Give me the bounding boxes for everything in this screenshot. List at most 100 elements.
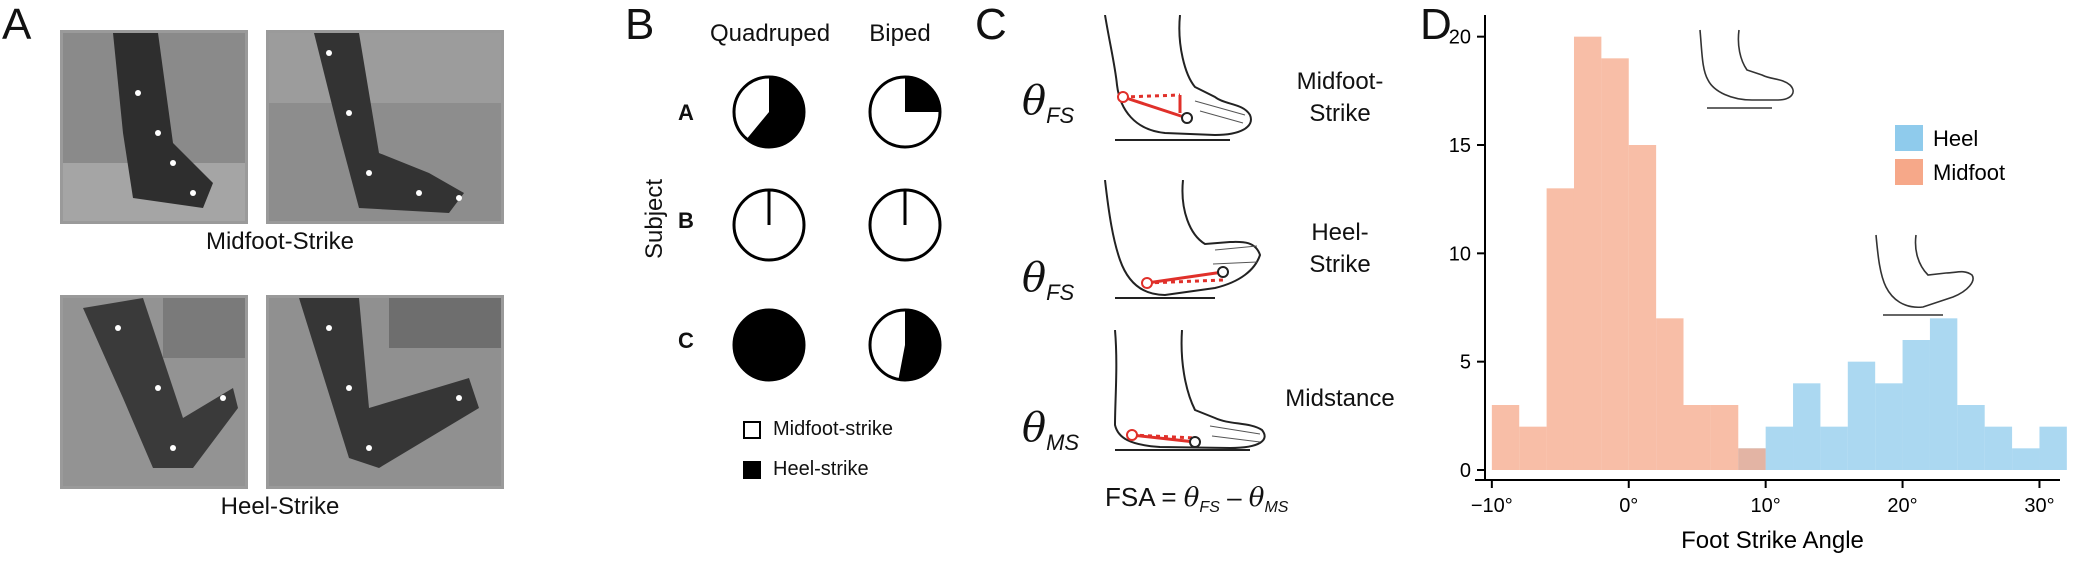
col-header-quadruped: Quadruped [709, 20, 831, 47]
theta-fs-heel: θFS [1022, 255, 1074, 306]
theta-symbol: θ [1022, 255, 1047, 301]
bar-heel [1820, 426, 1848, 470]
y-axis-title: Count [1440, 210, 1441, 274]
formula-lhs: FSA = [1105, 482, 1184, 512]
bar-midfoot [1683, 405, 1711, 470]
bar-midfoot [1656, 318, 1684, 470]
foot-diagram-heel-strike [1104, 180, 1262, 299]
x-tick-label: −10° [1471, 495, 1513, 517]
pie-grid [732, 75, 942, 382]
pie-subject-a-biped [868, 75, 942, 149]
formula-theta-1: θ [1183, 483, 1200, 513]
foot-diagram-midfoot-strike [1104, 15, 1252, 141]
bar-midfoot [1601, 58, 1629, 470]
histogram-bars [1491, 36, 2067, 471]
label-line-1: Heel- [1311, 219, 1369, 246]
photo-image [63, 298, 245, 486]
pie-subject-b-biped [868, 188, 942, 262]
subject-label-c: C [678, 328, 694, 353]
legend-swatch-heel [743, 461, 761, 479]
pie-subject-c-biped [868, 308, 942, 382]
formula-minus: – [1219, 482, 1249, 512]
bar-heel [1984, 426, 2013, 470]
legend-label-heel: Heel-strike [773, 458, 869, 480]
panel-label-b: B [625, 0, 655, 49]
panel-label-d: D [1420, 0, 1452, 49]
pie-slice-heel [898, 310, 940, 380]
x-tick-label: 30° [2024, 495, 2054, 517]
formula-sub-2: MS [1264, 499, 1289, 517]
legend-label-midfoot: Midfoot [1933, 160, 2005, 185]
theta-subscript: FS [1046, 103, 1075, 128]
caption-heel-strike: Heel-Strike [220, 493, 340, 520]
label-heel-strike: Heel- Strike [1270, 217, 1410, 281]
bar-heel [2012, 448, 2040, 470]
label-line-2: Strike [1309, 100, 1371, 127]
pie-slice-heel [905, 77, 940, 112]
panel-label-c: C [975, 0, 1007, 49]
inset-foot-midfoot [1699, 29, 1794, 109]
y-tick-label: 0 [1460, 460, 1471, 482]
y-tick-label: 15 [1449, 135, 1471, 157]
legend-swatch-midfoot [743, 421, 761, 439]
caption-midfoot-strike: Midfoot-Strike [205, 228, 355, 255]
photo-image [63, 33, 245, 221]
bar-midfoot [1710, 405, 1739, 470]
photo-image [269, 33, 501, 221]
y-title-subject: Subject [641, 178, 668, 259]
bar-midfoot [1628, 145, 1657, 470]
theta-ms: θMS [1022, 405, 1079, 456]
legend-swatch-heel [1895, 125, 1923, 151]
bar-midfoot [1738, 448, 1766, 470]
pie-subject-a-quadruped [732, 75, 806, 149]
photo-midfoot-strike-1 [60, 30, 248, 224]
bar-heel [2039, 426, 2067, 470]
inset-foot-heel [1875, 234, 1974, 316]
pie-subject-c-quadruped [732, 308, 806, 382]
bar-heel [1765, 426, 1794, 470]
theta-symbol: θ [1022, 405, 1047, 451]
panel-label-a: A [2, 0, 32, 49]
x-tick-label: 10° [1751, 495, 1781, 517]
y-tick-label: 20 [1449, 27, 1471, 49]
legend-label-heel: Heel [1933, 126, 1978, 151]
bar-heel [1793, 383, 1821, 470]
label-line-2: Strike [1309, 251, 1371, 278]
foot-diagram-midstance [1113, 330, 1266, 451]
photo-midfoot-strike-2 [266, 30, 504, 224]
photo-heel-strike-1 [60, 295, 248, 489]
legend-label-midfoot: Midfoot-strike [773, 418, 894, 440]
subject-label-b: B [678, 208, 694, 233]
legend-swatch-midfoot [1895, 159, 1923, 185]
theta-fs-midfoot: θFS [1022, 78, 1074, 129]
formula-sub-1: FS [1199, 499, 1220, 517]
fsa-formula: FSA = θFS – θMS [1105, 482, 1288, 517]
bar-heel [1875, 383, 1903, 470]
y-tick-label: 5 [1460, 352, 1471, 374]
x-tick-label: 20° [1887, 495, 1917, 517]
x-tick-label: 0° [1619, 495, 1638, 517]
bar-midfoot [1573, 36, 1602, 471]
col-header-biped: Biped [869, 20, 931, 47]
bar-heel [1929, 318, 1958, 470]
pie-subject-b-quadruped [732, 188, 806, 262]
bar-heel [1847, 361, 1876, 470]
bar-midfoot [1491, 405, 1520, 470]
theta-symbol: θ [1022, 78, 1047, 124]
theta-subscript: MS [1046, 430, 1080, 455]
label-midfoot-strike: Midfoot- Strike [1270, 66, 1410, 130]
label-line-1: Midstance [1285, 385, 1395, 412]
label-line-1: Midfoot- [1296, 68, 1384, 95]
label-midstance: Midstance [1265, 385, 1415, 413]
bar-heel [1957, 405, 1985, 470]
pie-slice-heel [732, 308, 806, 382]
bar-midfoot [1546, 188, 1574, 471]
y-tick-label: 10 [1449, 243, 1471, 265]
subject-label-a: A [678, 100, 694, 125]
formula-theta-2: θ [1248, 483, 1265, 513]
photo-heel-strike-2 [266, 295, 504, 489]
theta-subscript: FS [1046, 280, 1075, 305]
